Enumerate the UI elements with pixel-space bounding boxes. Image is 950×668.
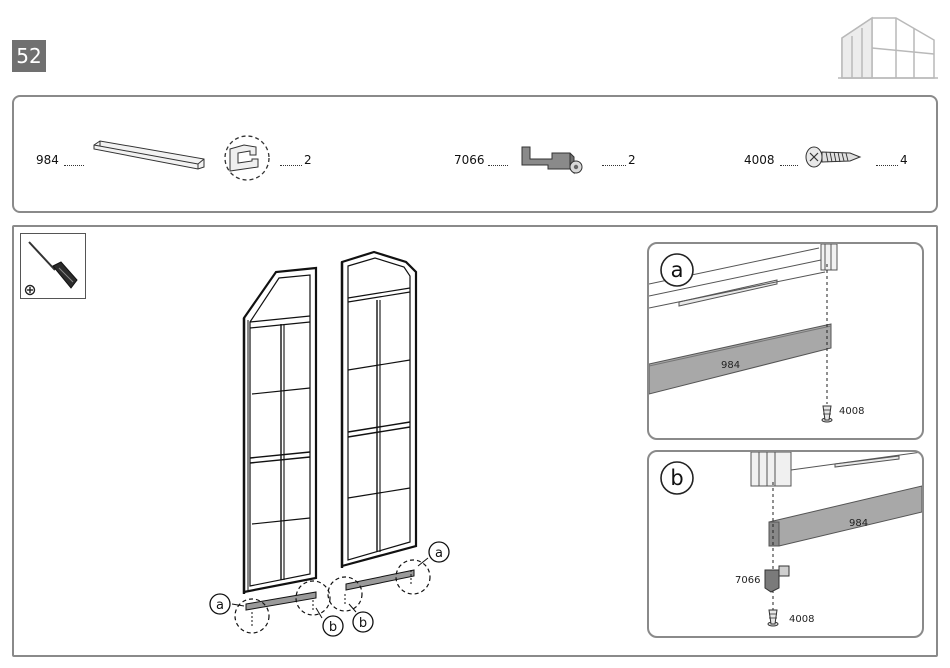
screwdriver-icon (21, 234, 85, 298)
detail-b-screw-label: 4008 (789, 614, 814, 625)
screw-4008-icon (822, 406, 832, 422)
part-quantity: 4 (900, 153, 908, 167)
profile-section-detail-icon (222, 133, 276, 183)
parts-list-panel: 984 2 7066 2 4008 (12, 95, 938, 213)
part-code: 4008 (744, 153, 775, 167)
screw-icon (804, 143, 864, 171)
detail-a-drawing: a 984 4008 (649, 244, 922, 438)
detail-b-letter: b (670, 466, 683, 490)
step-number-badge: 52 (12, 40, 46, 72)
leader-dots (280, 165, 302, 166)
leader-dots (780, 165, 798, 166)
leader-dots (602, 165, 626, 166)
tool-box (20, 233, 86, 299)
detail-b-bar-label: 984 (849, 518, 868, 529)
greenhouse-thumbnail-icon (836, 6, 940, 84)
screw-4008-icon (768, 610, 778, 626)
leader-dots (488, 165, 508, 166)
leader-dots (64, 165, 84, 166)
detail-b-bracket-label: 7066 (735, 575, 760, 586)
detail-panel-b: b 984 7066 4008 (647, 450, 924, 638)
detail-a-screw-label: 4008 (839, 406, 864, 417)
part-item-984: 984 2 (14, 97, 314, 211)
bracket-7066-icon (765, 566, 789, 592)
leader-dots (876, 165, 898, 166)
part-item-7066: 7066 2 (444, 97, 664, 211)
bracket-icon (518, 143, 588, 179)
part-quantity: 2 (304, 153, 312, 167)
bar-984 (649, 324, 831, 394)
profile-bar-icon (92, 137, 212, 177)
part-code: 984 (36, 153, 59, 167)
detail-a-bar-label: 984 (721, 360, 740, 371)
detail-b-drawing: b 984 7066 4008 (649, 452, 922, 636)
part-quantity: 2 (628, 153, 636, 167)
bar-984 (769, 486, 922, 546)
part-code: 7066 (454, 153, 485, 167)
detail-panel-a: a 984 4008 (647, 242, 924, 440)
detail-a-letter: a (671, 258, 684, 282)
part-item-4008: 4008 4 (734, 97, 934, 211)
